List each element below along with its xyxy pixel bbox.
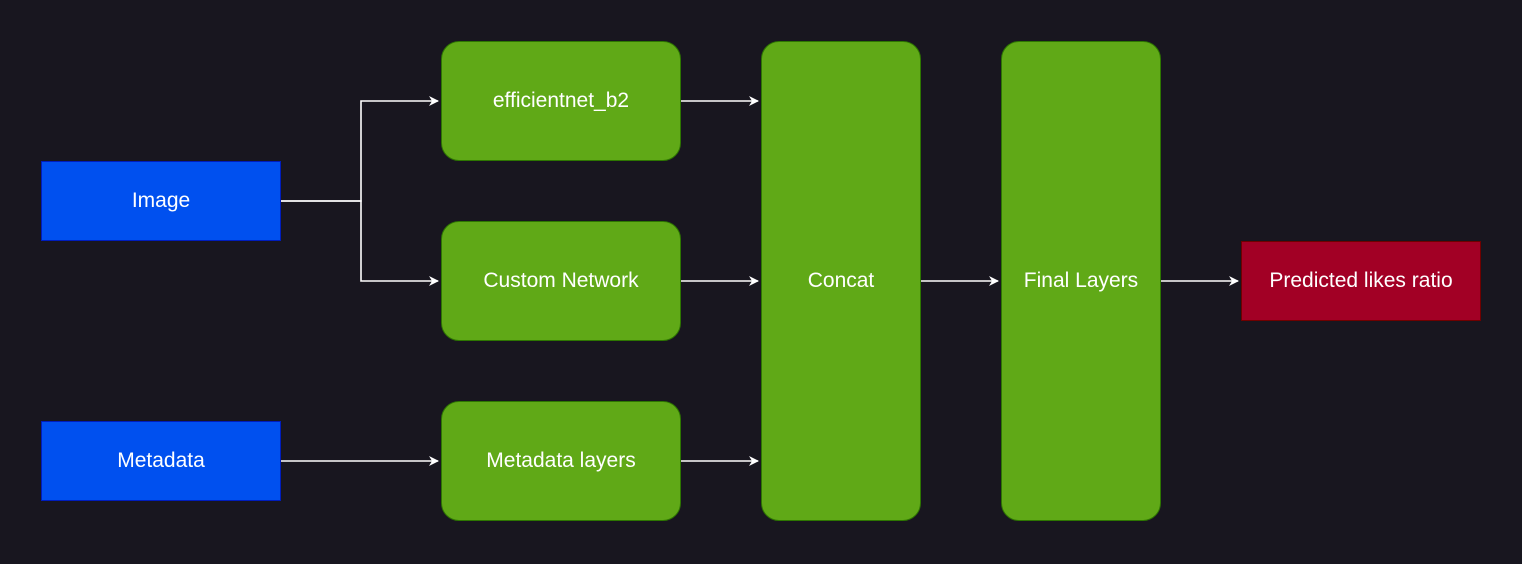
metadata-input-node: Metadata	[41, 421, 281, 501]
predicted-likes-ratio-node: Predicted likes ratio	[1241, 241, 1481, 321]
efficientnet-node: efficientnet_b2	[441, 41, 681, 161]
metadata-layers-node: Metadata layers	[441, 401, 681, 521]
concat-node: Concat	[761, 41, 921, 521]
custom-network-node: Custom Network	[441, 221, 681, 341]
edge-image-to-custom-network	[281, 200, 439, 286]
edge-image-to-efficientnet	[281, 96, 439, 202]
image-input-node: Image	[41, 161, 281, 241]
final-layers-node: Final Layers	[1001, 41, 1161, 521]
